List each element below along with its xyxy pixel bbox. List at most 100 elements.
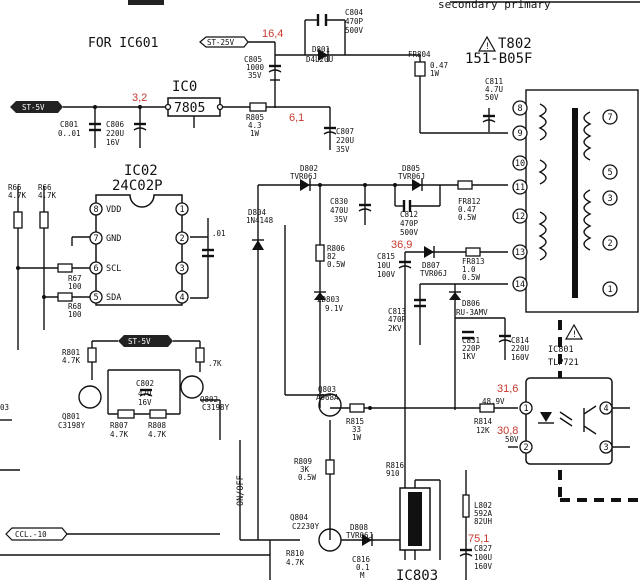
r806-label: R806 (327, 244, 346, 253)
q801-q802-wires (87, 340, 221, 440)
voltage-36-9: 36,9 (391, 239, 412, 251)
svg-text:910: 910 (386, 469, 400, 478)
svg-text:4.7K: 4.7K (8, 191, 27, 200)
c805-label: C805 (244, 55, 262, 64)
ic02-pin-3: 3 (175, 261, 189, 275)
st25v-tag: ST-25V (199, 36, 249, 48)
svg-text:16V: 16V (106, 138, 120, 147)
svg-text:220U: 220U (106, 129, 124, 138)
r815-label: R815 (346, 417, 364, 426)
svg-text:0.47: 0.47 (458, 205, 476, 214)
c804-label: C804 (345, 8, 364, 17)
svg-text:35V: 35V (334, 215, 348, 224)
q03-label: 03 (0, 403, 9, 412)
svg-text:CCL.-10: CCL.-10 (15, 530, 47, 539)
c806-cap (133, 107, 147, 148)
c814-label: C814 (511, 336, 530, 345)
t802-pin-8-number: 8 (517, 104, 522, 114)
t802-warning-icon: ! (477, 35, 497, 52)
svg-text:D4L20U: D4L20U (306, 55, 333, 64)
ic02-pin-label-7: GND (106, 234, 121, 244)
svg-text:220P: 220P (462, 344, 481, 353)
svg-text:470P: 470P (388, 315, 407, 324)
svg-text:12K: 12K (476, 426, 490, 435)
top-clip-tags (128, 0, 640, 5)
d801-diode (318, 48, 329, 62)
r67-label: R67 (68, 274, 82, 283)
svg-text:1W: 1W (250, 129, 260, 138)
svg-text:C3198Y: C3198Y (58, 421, 86, 430)
c801-cap (89, 107, 101, 148)
onoff-line (239, 440, 300, 541)
q803-block (284, 225, 518, 540)
r66-label: R66 (38, 183, 52, 192)
r816-label: R816 (386, 461, 405, 470)
r814-label: R814 (474, 417, 493, 426)
ic02-pin-6: 6 (89, 261, 103, 275)
svg-text:160V: 160V (474, 562, 493, 571)
st5v-tag-left: ST-5V (10, 101, 63, 113)
r805-resistor (249, 102, 267, 112)
l802-label: L802 (474, 501, 492, 510)
svg-text:220U: 220U (336, 136, 354, 145)
svg-text:0.5W: 0.5W (298, 473, 317, 482)
svg-text:33: 33 (352, 425, 361, 434)
ic02-pin-2-number: 2 (179, 234, 184, 244)
voltage-16-4: 16,4 (262, 28, 283, 40)
zd803-zener (314, 291, 326, 300)
svg-text:500V: 500V (345, 26, 364, 35)
v50-label: 50V (505, 435, 519, 444)
onoff-label: ON/OFF (236, 475, 246, 506)
ic02-pin-1: 1 (175, 202, 189, 216)
q802-transistor (180, 375, 204, 399)
ic02-pin-5: 5 (89, 290, 103, 304)
c805-cap (268, 64, 282, 73)
svg-text:220U: 220U (511, 344, 529, 353)
ic02-pin-6-number: 6 (93, 264, 98, 274)
svg-text:9.1V: 9.1V (325, 304, 344, 313)
svg-text:4.7K: 4.7K (110, 430, 129, 439)
t802-pin-7-number: 7 (607, 113, 612, 123)
t802-pin-10: 10 (512, 155, 528, 171)
r-7k-label: .7K (208, 359, 222, 368)
svg-text:592A: 592A (474, 509, 493, 518)
t802-pin-9: 9 (512, 125, 528, 141)
ic801-pin-4: 4 (599, 401, 613, 415)
ic02-pin-4-number: 4 (179, 293, 184, 303)
svg-text:4.7U: 4.7U (485, 85, 503, 94)
t802-pin-5-number: 5 (607, 168, 612, 178)
c801-label: C801 (60, 120, 78, 129)
svg-text:4.3: 4.3 (248, 121, 262, 130)
v48-9-label: 48.9V (482, 397, 505, 406)
d802-label: D802 (300, 164, 318, 173)
t802-part: 151-B05F (465, 51, 532, 67)
ic02-name: IC02 (124, 163, 158, 179)
q801-label: Q801 (62, 412, 80, 421)
svg-text:35V: 35V (248, 71, 262, 80)
c816-label: C816 (352, 555, 371, 564)
c827-label: C827 (474, 544, 492, 553)
ic02-pin-8-number: 8 (93, 205, 98, 215)
r801-label: R801 (62, 348, 80, 357)
c813-d806-block (414, 283, 512, 410)
r805-label: R805 (246, 113, 264, 122)
svg-text:1KV: 1KV (462, 352, 476, 361)
svg-text:0..01: 0..01 (58, 129, 81, 138)
d804-label: D804 (248, 208, 267, 217)
ic801-pin-1-number: 1 (523, 404, 528, 414)
ic803-block (399, 479, 441, 560)
q801-transistor (78, 385, 102, 409)
ic801-pin-2: 2 (519, 440, 533, 454)
t802-pin-10-number: 10 (515, 159, 525, 169)
t802-pin-14-number: 14 (515, 280, 525, 290)
zd803-label: ZD803 (317, 295, 340, 304)
c802-label: C802 (136, 379, 154, 388)
svg-text:ST-5V: ST-5V (128, 337, 151, 346)
cap-01-label: .01 (212, 229, 226, 238)
r807-label: R807 (110, 421, 128, 430)
fr813-label: FR813 (462, 257, 485, 266)
voltage-31-6: 31,6 (497, 383, 518, 395)
t802-pin-2: 2 (602, 235, 618, 251)
svg-text:ST-5V: ST-5V (22, 103, 45, 112)
t802-pin-13: 13 (512, 244, 528, 260)
